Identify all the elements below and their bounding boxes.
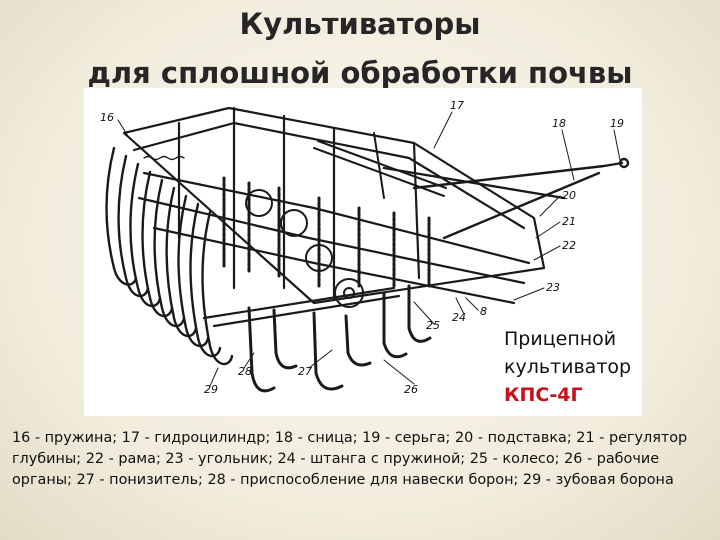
parts-legend: 16 - пружина; 17 - гидроцилиндр; 18 - сн… (12, 430, 688, 488)
callout-26: 26 (404, 383, 418, 396)
hydraulic-cylinder (313, 132, 447, 199)
cultivator-drawing: 16 17 18 19 20 21 22 23 8 24 25 26 27 28… (84, 88, 642, 416)
slide-title-line1: Культиваторы (239, 7, 481, 41)
callout-8: 8 (480, 305, 487, 318)
frame (122, 106, 546, 305)
caption-model: КПС-4Г (504, 384, 583, 406)
caption-line1: Прицепной (504, 328, 617, 350)
callout-leader-lines (117, 111, 621, 387)
callout-24: 24 (452, 311, 466, 324)
callout-19: 19 (610, 117, 624, 130)
callout-20: 20 (562, 189, 576, 202)
working-bodies (247, 284, 432, 393)
callout-16: 16 (100, 111, 114, 124)
wheels (245, 189, 364, 308)
callout-21: 21 (562, 215, 576, 228)
callout-28: 28 (238, 365, 252, 378)
callout-22: 22 (562, 239, 576, 252)
slide-title-line2: для сплошной обработки почвы (87, 56, 633, 90)
cultivator-illustration (105, 106, 630, 393)
callout-27: 27 (298, 365, 312, 378)
caption-line2: культиватор (504, 356, 632, 378)
hitch-drawbar (382, 157, 630, 240)
tooth-harrow (105, 146, 234, 366)
callout-18: 18 (552, 117, 566, 130)
callout-17: 17 (450, 99, 464, 112)
harrow-hitch-bar (202, 286, 401, 328)
callout-29: 29 (204, 383, 218, 396)
springs (143, 155, 431, 290)
callout-25: 25 (426, 319, 440, 332)
callout-23: 23 (546, 281, 560, 294)
